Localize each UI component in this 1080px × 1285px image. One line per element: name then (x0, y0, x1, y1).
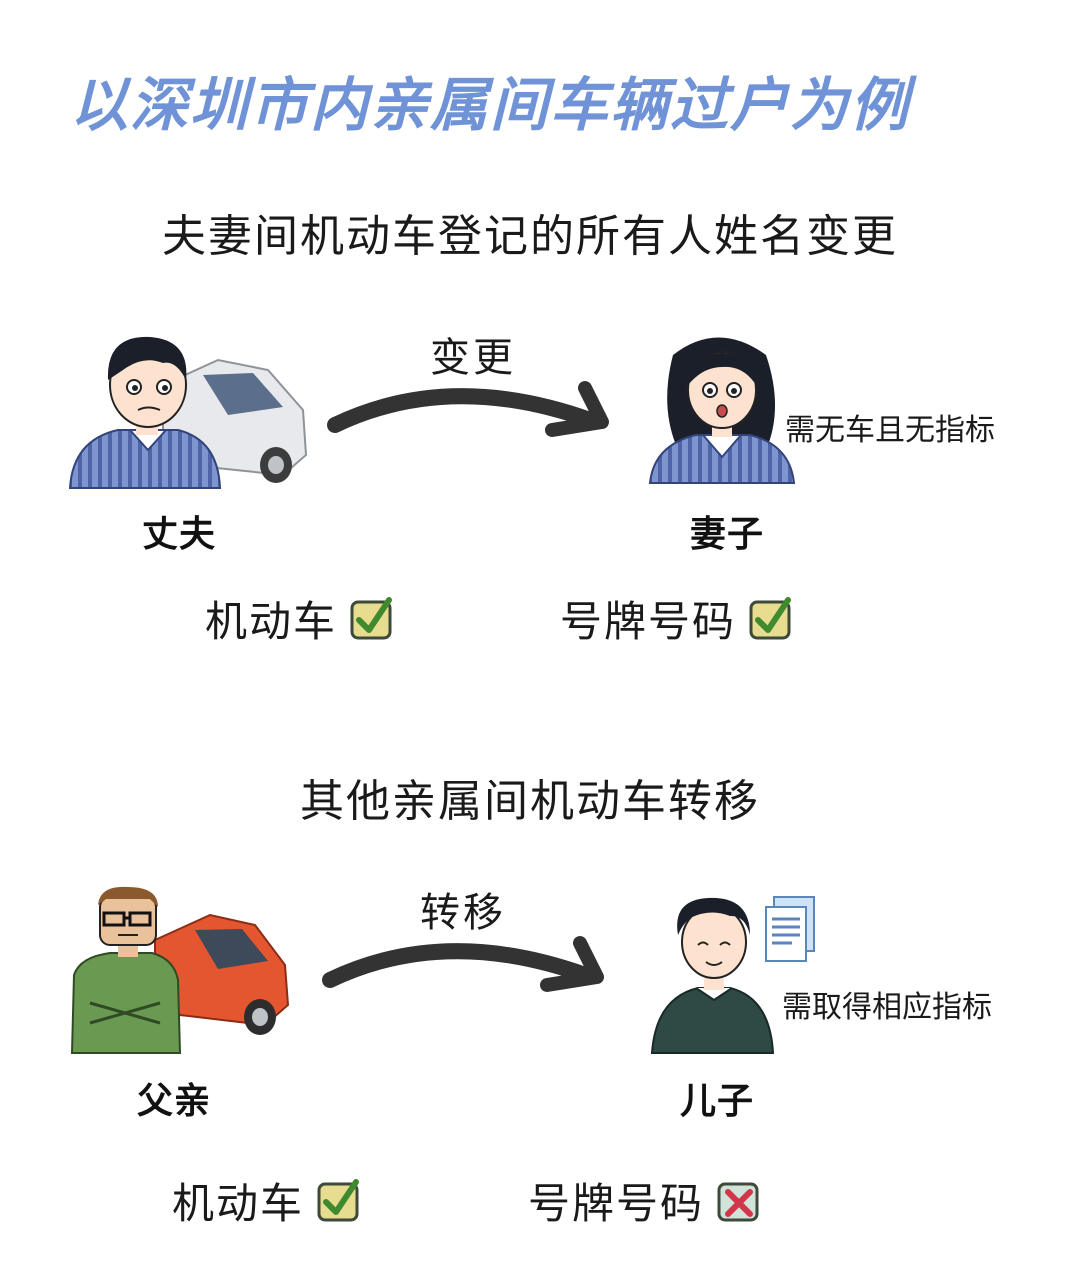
document-icon (765, 896, 815, 962)
wife-illustration (648, 337, 796, 484)
son-illustration (650, 897, 775, 1054)
transfer-arrow-icon (322, 936, 604, 992)
father-with-car-illustration (70, 886, 290, 1054)
transfer-arrow-icon (327, 381, 609, 437)
section2-item-plate-label: 号牌号码 (528, 1179, 705, 1228)
section1-item-plate-label: 号牌号码 (560, 597, 737, 646)
checkmark-icon (317, 1178, 360, 1221)
section2-to-label: 儿子 (680, 1081, 755, 1122)
section2-heading: 其他亲属间机动车转移 (300, 776, 760, 827)
section1-item-vehicle: 机动车 (205, 588, 395, 649)
section1-item-plate: 号牌号码 (560, 588, 794, 649)
section1-arrow-label: 变更 (430, 335, 516, 381)
section1-from-label: 丈夫 (142, 514, 217, 555)
checkmark-icon (749, 596, 792, 639)
section2-arrow-label: 转移 (420, 890, 506, 936)
section1-note: 需无车且无指标 (785, 413, 995, 448)
cross-icon (717, 1182, 759, 1221)
section2-item-plate: 号牌号码 (528, 1170, 762, 1231)
husband-with-car-illustration (68, 336, 308, 489)
section2-from-label: 父亲 (137, 1081, 212, 1122)
section2-item-vehicle: 机动车 (172, 1170, 362, 1231)
section1-to-label: 妻子 (690, 514, 765, 555)
checkmark-icon (350, 596, 393, 639)
section2-item-vehicle-label: 机动车 (172, 1179, 305, 1228)
page-title: 以深圳市内亲属间车辆过户为例 (69, 71, 910, 139)
section1-heading: 夫妻间机动车登记的所有人姓名变更 (162, 211, 898, 262)
red-car-icon (154, 913, 290, 1035)
section1-item-vehicle-label: 机动车 (205, 597, 338, 646)
section2-note: 需取得相应指标 (782, 990, 992, 1025)
